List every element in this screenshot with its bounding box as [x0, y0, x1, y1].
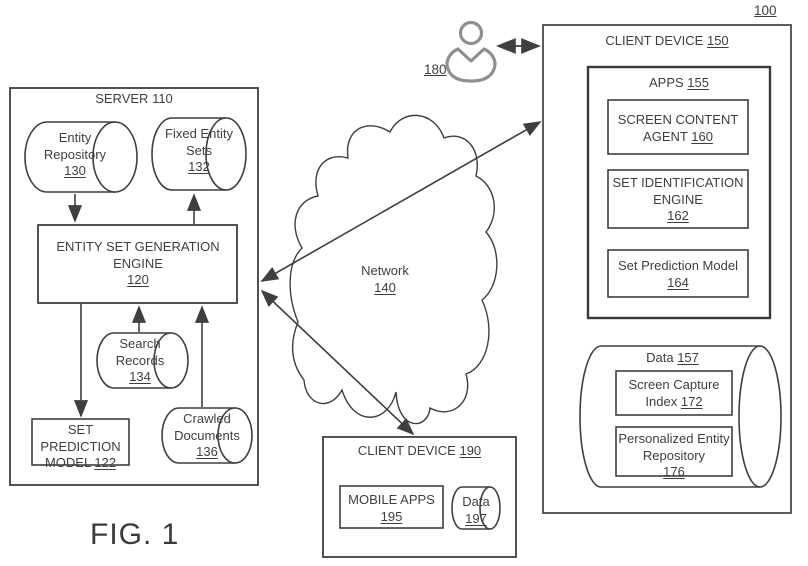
- client-device-190-text: CLIENT DEVICE: [357, 443, 456, 458]
- fixed-entity-sets-label: Fixed Entity Sets 132: [153, 126, 245, 176]
- mobile-apps-num: 195: [380, 508, 403, 524]
- entity-set-generation-engine-label: ENTITY SET GENERATION ENGINE 120: [48, 239, 228, 289]
- set-prediction-model-164-num: 164: [667, 274, 689, 290]
- data-157-num: 157: [677, 350, 699, 365]
- apps-text: APPS: [648, 75, 684, 90]
- data-157-cylinder-cap: [738, 345, 761, 488]
- mobile-apps-box: [339, 485, 444, 529]
- screen-capture-index-label: Screen Capture Index 172: [619, 377, 729, 410]
- server-title-num: 110: [152, 91, 173, 106]
- figure-caption: FIG. 1: [90, 518, 180, 551]
- screen-content-agent-text: SCREEN CONTENT AGENT: [617, 112, 739, 144]
- client-device-190-box: [322, 436, 517, 558]
- entity-repository-num: 130: [64, 163, 86, 179]
- server-box: [9, 87, 259, 486]
- entity-set-generation-engine-text: ENTITY SET GENERATION ENGINE: [56, 239, 220, 271]
- set-identification-engine-label: SET IDENTIFICATION ENGINE 162: [612, 175, 744, 225]
- entity-repository-cylinder-cap: [92, 121, 116, 193]
- personalized-entity-repository-label: Personalized Entity Repository 176: [617, 431, 731, 481]
- entity-repository-text: Entity Repository: [43, 130, 107, 162]
- set-prediction-model-122-box: [31, 418, 130, 466]
- client-device-150-num: 150: [706, 33, 729, 48]
- data-157-text: Data: [646, 350, 674, 365]
- set-prediction-model-164-text: Set Prediction Model: [618, 258, 738, 273]
- apps-box: [586, 65, 772, 320]
- network-text: Network: [361, 263, 409, 278]
- arrow-server-client150: [260, 121, 542, 282]
- search-records-label: Search Records 134: [102, 336, 178, 386]
- server-title: SERVER 110: [10, 91, 258, 108]
- search-records-num: 134: [129, 369, 151, 385]
- network-label: Network 140: [345, 263, 425, 296]
- client-device-190-num: 190: [459, 443, 482, 458]
- client-device-150-title: CLIENT DEVICE 150: [543, 33, 791, 50]
- set-prediction-model-164-box: [607, 249, 749, 298]
- client-device-190-title: CLIENT DEVICE 190: [323, 443, 516, 460]
- mobile-apps-text: MOBILE APPS: [348, 492, 435, 507]
- data-197-num: 197: [465, 510, 487, 526]
- set-identification-engine-text: SET IDENTIFICATION ENGINE: [612, 175, 744, 207]
- server-title-text: SERVER: [95, 91, 149, 106]
- fixed-entity-sets-num: 132: [188, 159, 210, 175]
- screen-content-agent-box: [607, 99, 749, 155]
- data-197-cylinder-cap: [479, 486, 491, 530]
- network-num: 140: [374, 279, 396, 295]
- set-identification-engine-box: [607, 169, 749, 229]
- crawled-documents-text: Crawled Documents: [174, 411, 240, 443]
- data-197-text: Data: [462, 494, 490, 509]
- person-icon: [445, 20, 497, 83]
- personalized-entity-repository-num: 176: [663, 464, 685, 480]
- data-157-label: Data 157: [580, 350, 765, 367]
- apps-num: 155: [687, 75, 709, 90]
- set-prediction-model-122-text: SET PREDICTION MODEL: [40, 422, 121, 471]
- entity-set-generation-engine-num: 120: [127, 272, 149, 288]
- crawled-documents-num: 136: [196, 444, 218, 460]
- fixed-entity-sets-cylinder-cap: [205, 117, 227, 191]
- crawled-documents-label: Crawled Documents 136: [167, 411, 247, 461]
- mobile-apps-label: MOBILE APPS 195: [340, 492, 443, 525]
- data-197-label: Data 197: [452, 494, 500, 527]
- screen-content-agent-label: SCREEN CONTENT AGENT 160: [612, 112, 744, 145]
- system-ref-100: 100: [754, 3, 777, 18]
- screen-capture-index-text: Screen Capture Index: [628, 377, 720, 409]
- set-prediction-model-122-num: 122: [94, 455, 117, 471]
- screen-capture-index-num: 172: [680, 393, 703, 409]
- crawled-documents-cylinder-cap: [217, 407, 236, 464]
- apps-title: APPS 155: [588, 75, 770, 92]
- entity-set-generation-engine-box: [37, 224, 238, 304]
- set-prediction-model-164-label: Set Prediction Model 164: [612, 258, 744, 291]
- personalized-entity-repository-box: [615, 426, 733, 477]
- set-prediction-model-122-label: SET PREDICTION MODEL 122: [33, 422, 128, 472]
- screen-capture-index-box: [615, 370, 733, 416]
- screen-content-agent-num: 160: [691, 128, 713, 144]
- user-ref-180-num: 180: [424, 62, 447, 77]
- user-ref-180: 180: [424, 62, 447, 77]
- fixed-entity-sets-text: Fixed Entity Sets: [165, 126, 233, 158]
- system-ref-100-num: 100: [754, 3, 777, 18]
- search-records-text: Search Records: [115, 336, 165, 368]
- entity-repository-label: Entity Repository 130: [29, 130, 121, 180]
- client-device-150-box: [542, 24, 792, 514]
- set-identification-engine-num: 162: [667, 208, 689, 224]
- client-device-150-text: CLIENT DEVICE: [605, 33, 704, 48]
- personalized-entity-repository-text: Personalized Entity Repository: [618, 431, 730, 463]
- arrow-server-client190: [260, 289, 415, 436]
- search-records-cylinder-cap: [153, 332, 172, 389]
